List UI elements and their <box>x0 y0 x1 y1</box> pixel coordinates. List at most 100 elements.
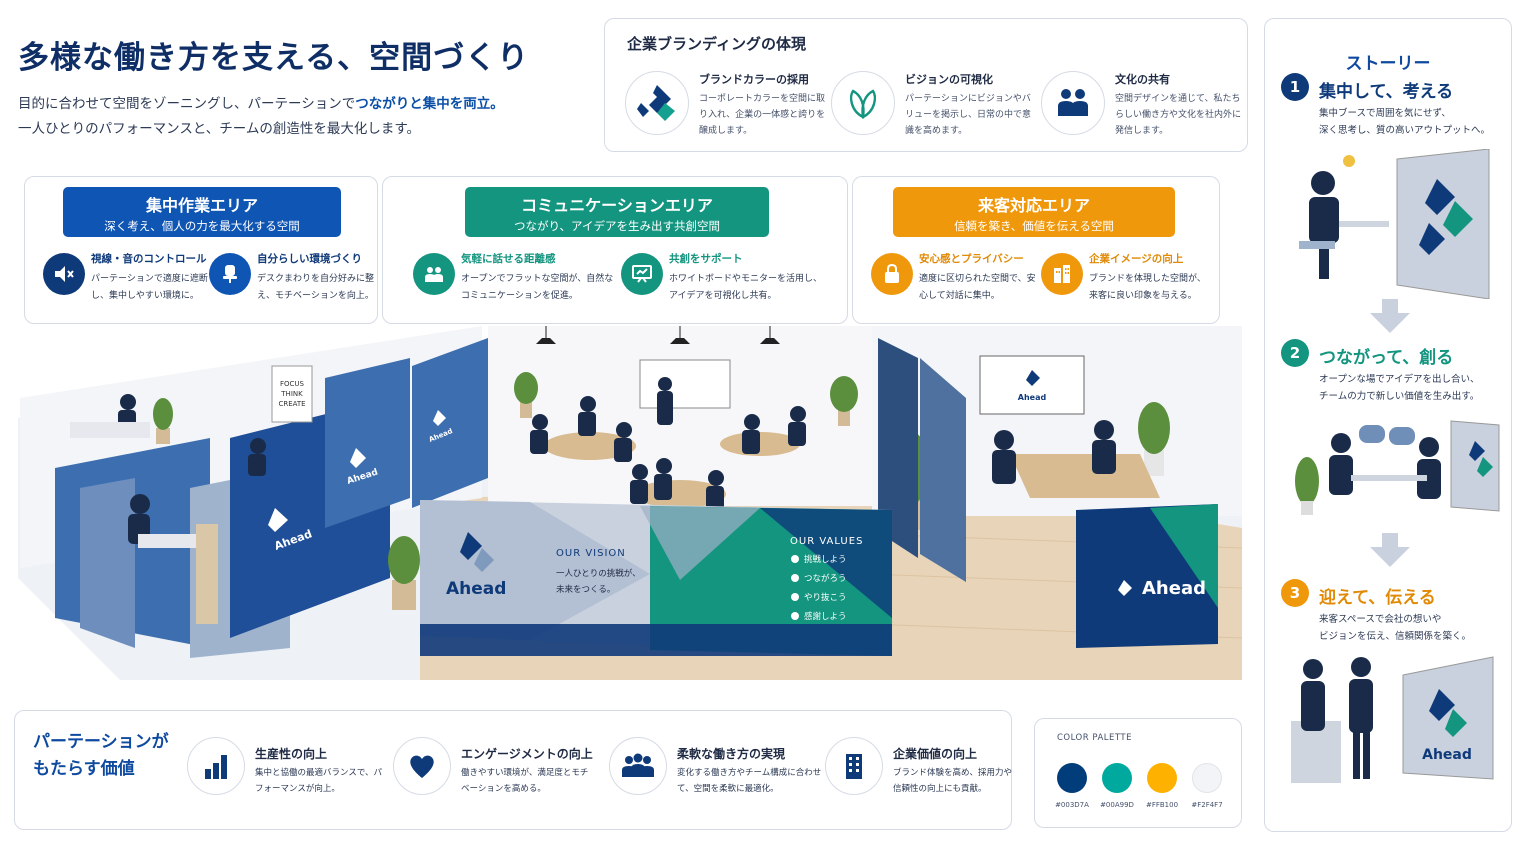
step-title: つながって、創る <box>1319 348 1454 368</box>
lead-line-2: 一人ひとりのパフォーマンスと、チームの創造性を最大化します。 <box>18 121 421 137</box>
monitor-logo <box>1026 370 1040 386</box>
partition <box>412 338 488 508</box>
branding-item-vision: ビジョンの可視化 パーテーションにビジョンやバリューを掲示し、日常の中で意識を高… <box>831 67 1041 147</box>
office-floor-illustration: FOCUS THINK CREATE Ahead Ahead Ahead <box>18 326 1243 680</box>
value-corporate: 企業価値の向上 ブランド体験を高め、採用力や信頼性の向上にも貢献。 <box>825 737 1035 807</box>
value-item: 感謝しよう <box>804 611 847 622</box>
color-hex: #FFB100 <box>1145 801 1179 809</box>
value-title: 柔軟な働き方の実現 <box>677 747 786 761</box>
zone-title: 集中作業エリア <box>145 196 258 215</box>
story-card: ストーリー 1 集中して、考える 集中ブースで周囲を気にせず、 深く思考し、質の… <box>1264 18 1512 832</box>
branding-card: 企業ブランディングの体現 ブランドカラーの採用 コーポレートカラーを空間に取り入… <box>604 18 1248 152</box>
mute-icon <box>43 253 85 295</box>
value-desc: 働きやすい環境が、満足度とモチベーションを高める。 <box>461 768 589 794</box>
plant <box>1138 402 1170 476</box>
page-title: 多様な働き方を支える、空間づくり <box>18 40 530 76</box>
heart-icon <box>393 737 451 795</box>
person <box>614 422 632 462</box>
zone-item-title: 企業イメージの向上 <box>1089 253 1184 265</box>
zone-header: コミュニケーションエリア つながり、アイデアを生み出す共創空間 <box>465 187 769 237</box>
person <box>578 396 596 436</box>
focus-sign <box>271 365 313 423</box>
zone-title: コミュニケーションエリア <box>521 196 713 215</box>
branding-item-desc: コーポレートカラーを空間に取り入れ、企業の一体感と誇りを醸成します。 <box>699 94 826 136</box>
office-building-icon <box>825 737 883 795</box>
step-illustration-guest: Ahead <box>1291 656 1494 783</box>
step-desc: 来客スペースで会社の想いや ビジョンを伝え、信頼関係を築く。 <box>1319 611 1509 645</box>
vision-heading: OUR VISION <box>556 548 626 559</box>
zone-item-desc: ホワイトボードやモニターを活用し、アイデアを可視化し共有。 <box>669 274 823 301</box>
value-title: 企業価値の向上 <box>893 747 978 761</box>
color-swatch <box>1147 763 1177 793</box>
step-desc: 集中ブースで周囲を気にせず、 深く思考し、質の高いアウトプットへ。 <box>1319 105 1509 139</box>
pendant-lamp <box>670 338 690 344</box>
person <box>1092 420 1116 474</box>
person <box>530 414 548 454</box>
vision-text: 一人ひとりの挑戦が、 <box>556 568 641 579</box>
leaf-icon <box>831 71 895 135</box>
zone-item-title: 視線・音のコントロール <box>91 253 207 265</box>
branding-item-color: ブランドカラーの採用 コーポレートカラーを空間に取り入れ、企業の一体感と誇りを醸… <box>625 67 835 147</box>
person <box>657 377 673 425</box>
whiteboard <box>639 359 731 409</box>
zone-header: 来客対応エリア 信頼を築き、価値を伝える空間 <box>893 187 1175 237</box>
values-title-line: もたらす価値 <box>33 759 135 779</box>
values-heading: OUR VALUES <box>790 536 863 547</box>
zone-subtitle: 深く考え、個人の力を最大化する空間 <box>104 219 300 233</box>
partition <box>920 358 966 582</box>
step-number: 3 <box>1281 579 1309 607</box>
branding-item-desc: パーテーションにビジョンやバリューを掲示し、日常の中で意識を高めます。 <box>905 94 1032 136</box>
zone-card-guest: 来客対応エリア 信頼を築き、価値を伝える空間 安心感とプライバシー 適度に区切ら… <box>852 176 1220 324</box>
step-illustration-brand-text: Ahead <box>1422 747 1472 763</box>
zone-item-title: 自分らしい環境づくり <box>257 253 362 265</box>
zone-item-title: 安心感とプライバシー <box>919 253 1024 265</box>
team-icon <box>609 737 667 795</box>
values-title-line: パーテーションが <box>33 732 169 752</box>
zone-item-title: 気軽に話せる距離感 <box>461 253 556 265</box>
panel-logo <box>1118 580 1132 596</box>
zone-item-title: 共創をサポート <box>669 253 743 265</box>
zone-item-desc: ブランドを体現した空間が、来客に良い印象を与える。 <box>1089 274 1206 301</box>
step-desc-line: チームの力で新しい価値を生み出す。 <box>1319 391 1480 402</box>
bookshelf <box>196 524 218 624</box>
plant <box>153 398 173 444</box>
focus-sign-line: CREATE <box>278 400 305 408</box>
chair-icon <box>209 253 251 295</box>
lead-text: 目的に合わせて空間をゾーニングし、パーテーションで <box>18 96 356 112</box>
color-swatch <box>1057 763 1087 793</box>
plant <box>514 372 538 418</box>
person <box>742 414 760 454</box>
step-desc-line: オープンな場でアイデアを出し合い、 <box>1319 374 1480 385</box>
branding-item-title: ブランドカラーの採用 <box>699 73 809 86</box>
value-title: 生産性の向上 <box>255 747 328 761</box>
color-hex: #003D7A <box>1055 801 1089 809</box>
banner-base <box>420 624 892 656</box>
zone-title: 来客対応エリア <box>977 196 1090 215</box>
value-flexibility: 柔軟な働き方の実現 変化する働き方やチーム構成に合わせて、空間を柔軟に最適化。 <box>609 737 821 807</box>
step-desc-line: 集中ブースで周囲を気にせず、 <box>1319 108 1451 119</box>
value-item: つながろう <box>804 573 847 584</box>
step-illustration-communication <box>1295 420 1500 515</box>
zone-card-focus: 集中作業エリア 深く考え、個人の力を最大化する空間 視線・音のコントロール パー… <box>24 176 378 324</box>
value-productivity: 生産性の向上 集中と協働の最適バランスで、パフォーマンスが向上。 <box>187 737 397 807</box>
partition <box>878 338 918 558</box>
vision-text: 未来をつくる。 <box>556 584 615 595</box>
partition <box>80 478 135 648</box>
focus-sign-line: FOCUS <box>280 380 305 388</box>
step-number: 1 <box>1281 73 1309 101</box>
bar-chart-icon <box>187 737 245 795</box>
partition <box>325 358 410 528</box>
step-title: 集中して、考える <box>1319 82 1454 102</box>
zone-card-communication: コミュニケーションエリア つながり、アイデアを生み出す共創空間 気軽に話せる距離… <box>382 176 848 324</box>
color-palette-card: COLOR PALETTE #003D7A #00A99D #FFB100 #F… <box>1034 718 1242 828</box>
guest-table <box>1010 454 1160 498</box>
pendant-lamp <box>536 338 556 344</box>
values-card: パーテーションが もたらす価値 生産性の向上 集中と協働の最適バランスで、パフォ… <box>14 710 1012 830</box>
zone-item-desc: オープンでフラットな空間が、自然なコミュニケーションを促進。 <box>461 274 614 301</box>
zone-item-desc: デスクまわりを自分好みに整え、モチベーションを向上。 <box>257 274 375 301</box>
value-desc: 集中と協働の最適バランスで、パフォーマンスが向上。 <box>255 768 382 794</box>
lead-line-1: 目的に合わせて空間をゾーニングし、パーテーションでつながりと集中を両立。 <box>18 92 504 112</box>
plant <box>388 536 420 610</box>
pendant-lamp <box>760 338 780 344</box>
zone-subtitle: つながり、アイデアを生み出す共創空間 <box>514 219 720 233</box>
